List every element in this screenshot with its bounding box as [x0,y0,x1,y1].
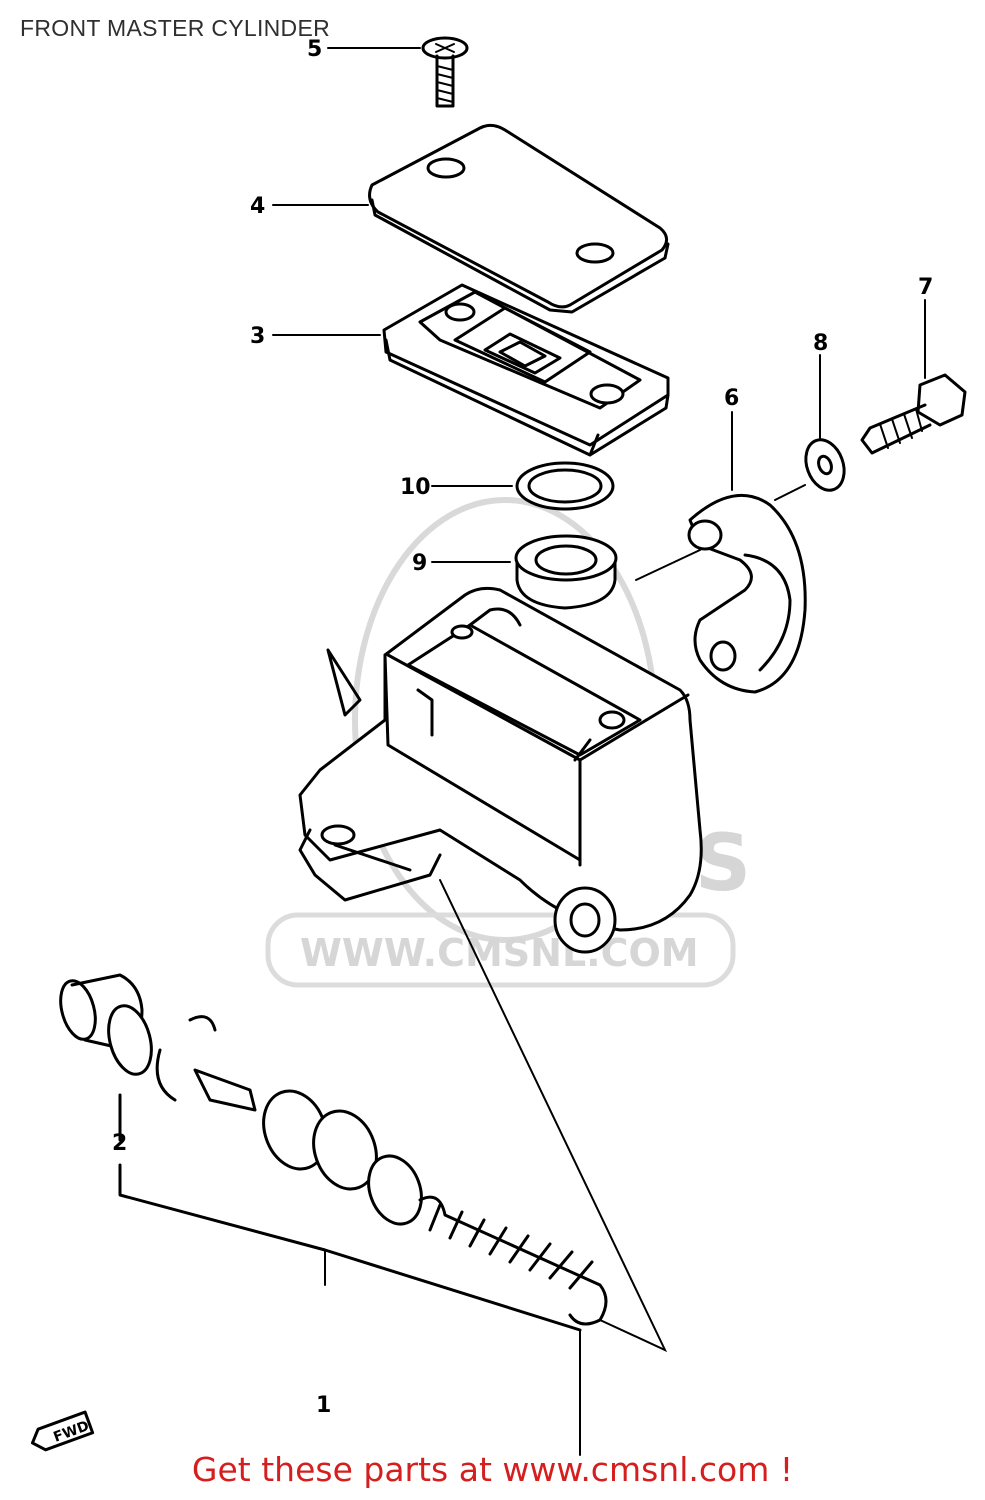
part-8-washer [804,438,846,492]
diagram-title: FRONT MASTER CYLINDER [20,15,331,41]
callout-2: 2 [112,1131,127,1156]
fwd-arrow-icon: FWD [30,1410,95,1452]
master-cylinder-body [298,586,703,954]
callout-numbers: 5 4 3 10 9 6 8 7 2 1 [112,37,933,1418]
watermark-url-text: WWW.CMSNL.COM [300,931,699,975]
leader-lines [272,47,926,1353]
part-1-2-piston-assembly [59,973,608,1456]
callout-8: 8 [813,331,828,356]
footer-link-text[interactable]: Get these parts at www.cmsnl.com ! [191,1450,794,1489]
part-10-o-ring [515,461,615,511]
part-5-screw [421,36,469,108]
watermark-banner [265,912,736,988]
part-3-diaphragm [382,283,670,457]
part-7-bolt [860,373,967,455]
part-6-clamp-holder [687,493,807,694]
callout-7: 7 [918,275,933,300]
callout-6: 6 [724,386,739,411]
callout-10: 10 [400,475,431,500]
callout-9: 9 [412,551,427,576]
callout-4: 4 [250,194,265,219]
part-4-reservoir-cap [368,123,670,314]
callout-5: 5 [307,37,322,62]
part-9-seal [514,534,618,610]
callout-3: 3 [250,324,265,349]
callout-1: 1 [316,1393,331,1418]
